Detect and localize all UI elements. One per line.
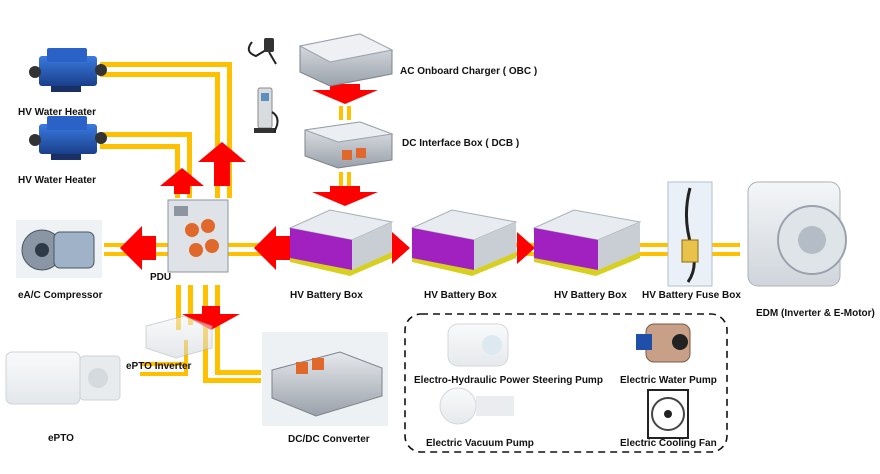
- wire-obc-dcb-b: [347, 106, 351, 120]
- auxiliary-loads-group: [404, 313, 728, 453]
- wire-heater2-down-b: [175, 144, 180, 198]
- label-hv-battery-box-1: HV Battery Box: [290, 290, 363, 301]
- label-hv-water-heater-2: HV Water Heater: [18, 175, 96, 186]
- epto-inverter-image: [145, 315, 213, 359]
- wire-fuse-edm-2: [712, 252, 740, 256]
- power-flow-arrows: [120, 84, 535, 330]
- epto-image: [5, 351, 121, 405]
- hv-battery-box-3-image: [532, 209, 642, 276]
- pdu-image: [167, 199, 229, 273]
- label-dcb: DC Interface Box ( DCB ): [402, 138, 520, 149]
- label-ea-compressor: eA/C Compressor: [18, 290, 103, 301]
- hv-battery-box-2-image: [410, 209, 518, 276]
- wire-heater1-down-a: [227, 62, 232, 198]
- vacuum-pump-image: [439, 387, 514, 425]
- hv-battery-fuse-box-image: [667, 181, 713, 287]
- wire-pdu-down-2: [188, 285, 193, 325]
- water-pump-image: [636, 323, 691, 363]
- wire-pdu-down-4: [215, 285, 220, 375]
- wire-heater2-down-a: [187, 132, 192, 198]
- wire-obc-dcb-a: [339, 106, 343, 120]
- wire-heater2-b: [100, 144, 180, 149]
- hv-water-heater-1-image: [29, 48, 107, 92]
- label-steering-pump: Electro-Hydraulic Power Steering Pump: [414, 375, 603, 386]
- arrow-battery-to-pdu: [254, 226, 290, 270]
- wire-to-epto-a: [140, 362, 188, 366]
- wire-dcb-bat-b: [347, 172, 351, 186]
- label-cooling-fan: Electric Cooling Fan: [620, 438, 717, 449]
- wire-heater1-down-b: [215, 72, 220, 198]
- label-pdu: PDU: [150, 272, 172, 283]
- charging-station-icon: [254, 87, 279, 133]
- label-hv-battery-box-3: HV Battery Box: [554, 290, 627, 301]
- dcb-image: [304, 121, 394, 169]
- arrow-bat2-to-bat3: [517, 232, 535, 264]
- wire-to-dcdc-b: [215, 370, 261, 375]
- label-hv-battery-box-2: HV Battery Box: [424, 290, 497, 301]
- edm-image: [747, 181, 847, 287]
- charging-plug-icon: [247, 38, 277, 65]
- label-dcdc-converter: DC/DC Converter: [288, 434, 370, 445]
- wire-heater2-a: [100, 132, 192, 137]
- arrow-up-heater2: [160, 168, 204, 194]
- wire-epto-down: [184, 340, 188, 376]
- label-hv-water-heater-1: HV Water Heater: [18, 107, 96, 118]
- label-obc: AC Onboard Charger ( OBC ): [400, 66, 538, 77]
- hv-water-heater-2-image: [29, 116, 107, 160]
- label-edm: EDM (Inverter & E-Motor): [756, 308, 875, 319]
- label-vacuum-pump: Electric Vacuum Pump: [426, 438, 534, 449]
- arrow-pdu-down: [182, 306, 240, 330]
- wire-to-epto-b: [140, 372, 188, 376]
- wire-to-dcdc-a: [203, 378, 261, 383]
- label-epto: ePTO: [48, 433, 74, 444]
- obc-image: [298, 33, 394, 87]
- wire-heater1-b: [100, 72, 220, 77]
- arrow-bat1-to-bat2: [392, 232, 410, 264]
- arrow-pdu-to-compressor: [120, 226, 156, 270]
- cooling-fan-image: [647, 389, 689, 439]
- hv-battery-box-1-image: [288, 209, 394, 276]
- steering-pump-image: [447, 323, 509, 367]
- wire-pdu-bat-2: [228, 252, 290, 256]
- wire-pdu-down-1: [176, 285, 181, 330]
- arrow-dcb-to-battery: [312, 186, 378, 206]
- label-hv-battery-fuse-box: HV Battery Fuse Box: [642, 290, 741, 301]
- label-water-pump: Electric Water Pump: [620, 375, 717, 386]
- arrow-obc-to-dcb: [312, 84, 378, 104]
- wire-dcb-bat-a: [339, 172, 343, 186]
- wire-bat3-fuse: [640, 243, 668, 247]
- wire-heater1-a: [100, 62, 232, 67]
- wire-bat3-fuse-2: [640, 252, 668, 256]
- arrow-up-heater1: [198, 142, 246, 186]
- label-epto-inverter: ePTO Inverter: [126, 361, 192, 372]
- ea-compressor-image: [16, 220, 102, 278]
- wire-fuse-edm: [712, 243, 740, 247]
- dcdc-converter-image: [262, 332, 388, 426]
